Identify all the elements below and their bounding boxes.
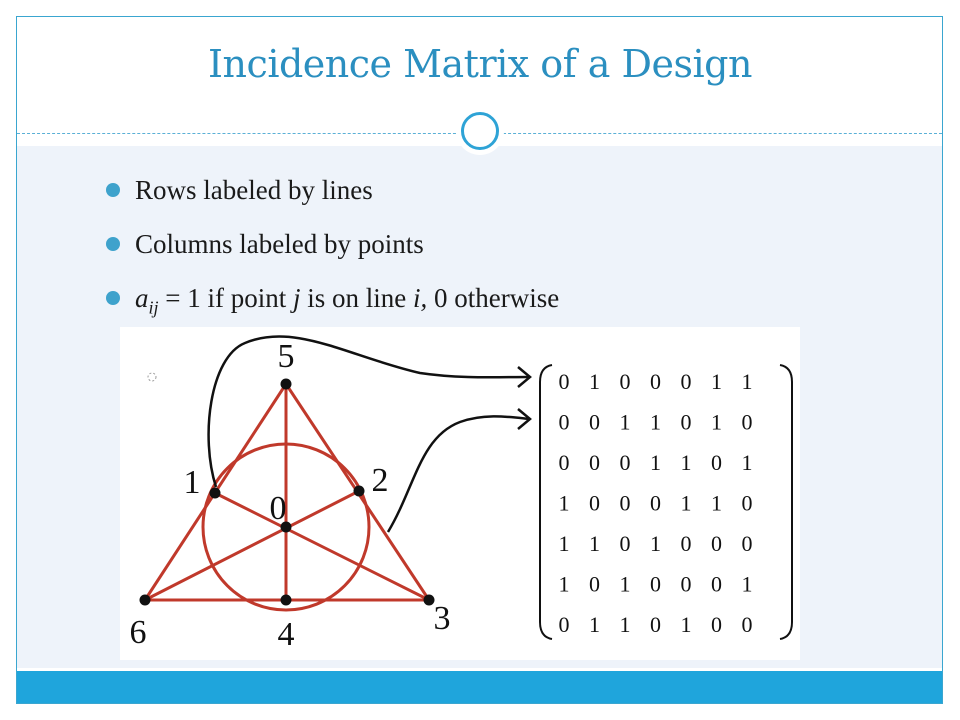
arrow-line-2	[386, 415, 531, 533]
matrix-cell: 1	[589, 369, 600, 394]
fano-point	[280, 378, 292, 390]
matrix-cell: 0	[742, 612, 753, 637]
matrix-cell: 0	[711, 450, 722, 475]
fano-point	[280, 594, 292, 606]
bullet-dot-icon	[106, 183, 120, 197]
matrix-cell: 0	[711, 572, 722, 597]
matrix-cell: 0	[681, 572, 692, 597]
matrix-cell: 0	[742, 410, 753, 435]
matrix-cell: 0	[681, 410, 692, 435]
point-label: 3	[434, 600, 451, 637]
matrix-cell: 0	[650, 491, 661, 516]
matrix-cell: 0	[742, 491, 753, 516]
fano-line	[144, 489, 360, 602]
matrix-cell: 0	[650, 572, 661, 597]
matrix-cell: 0	[620, 369, 631, 394]
matrix-cell: 0	[589, 450, 600, 475]
matrix-cell: 0	[650, 612, 661, 637]
matrix-cell: 0	[559, 369, 570, 394]
bullet-text: Rows labeled by lines	[135, 175, 373, 205]
matrix-cell: 1	[742, 450, 753, 475]
point-label: 5	[278, 338, 295, 375]
bullet-text: Columns labeled by points	[135, 229, 424, 259]
rule-part-3: 0 otherwise	[427, 283, 560, 313]
point-label: 0	[270, 490, 287, 527]
rule-part-1: = 1 if point	[158, 283, 293, 313]
var-sub: ij	[148, 297, 159, 318]
matrix-cell: 1	[620, 572, 631, 597]
matrix-cell: 0	[559, 450, 570, 475]
matrix-cell: 1	[711, 491, 722, 516]
bullet-item: aij = 1 if point j is on line i, 0 other…	[106, 278, 559, 332]
fano-circle-line	[201, 442, 371, 612]
point-label: 2	[372, 462, 389, 499]
matrix-cell: 1	[742, 369, 753, 394]
point-label: 1	[184, 464, 201, 501]
arrow-head-icon	[517, 366, 532, 388]
matrix-cell: 0	[589, 491, 600, 516]
matrix-cell: 0	[589, 410, 600, 435]
var-i: i,	[413, 283, 428, 313]
matrix-cell: 1	[650, 450, 661, 475]
matrix-cell: 1	[681, 450, 692, 475]
matrix-cell: 1	[559, 491, 570, 516]
ring-ornament-icon	[456, 107, 504, 155]
matrix-cell: 0	[559, 612, 570, 637]
matrix-cell: 1	[711, 410, 722, 435]
matrix-cell: 0	[711, 531, 722, 556]
matrix-cell: 1	[650, 531, 661, 556]
matrix-cell: 1	[620, 410, 631, 435]
footer-bar	[17, 671, 942, 703]
matrix-cell: 0	[681, 369, 692, 394]
matrix-cell: 1	[559, 531, 570, 556]
matrix-cell: 1	[681, 491, 692, 516]
point-label: 6	[130, 614, 147, 651]
fano-point	[209, 487, 221, 499]
rule-part-2: is on line	[300, 283, 414, 313]
matrix-cell: 1	[650, 410, 661, 435]
matrix-cell: 1	[742, 572, 753, 597]
fano-line	[214, 491, 430, 602]
matrix-cell: 0	[620, 491, 631, 516]
arrow-head-icon	[517, 408, 532, 430]
matrix-cell: 0	[559, 410, 570, 435]
matrix-cell: 1	[711, 369, 722, 394]
bullet-dot-icon	[106, 237, 120, 251]
fano-point	[353, 485, 365, 497]
matrix-cell: 1	[681, 612, 692, 637]
matrix-cell: 1	[620, 612, 631, 637]
matrix-left-bracket	[539, 364, 553, 640]
matrix-cell: 1	[589, 531, 600, 556]
fano-point	[280, 521, 292, 533]
bullet-list: Rows labeled by lines Columns labeled by…	[106, 170, 559, 332]
matrix-cell: 0	[742, 531, 753, 556]
point-label: 4	[278, 616, 295, 653]
var-j: j	[293, 283, 301, 313]
matrix-cell: 0	[650, 369, 661, 394]
fano-point	[423, 594, 435, 606]
matrix-right-bracket	[779, 364, 793, 640]
matrix-cell: 0	[620, 531, 631, 556]
bullet-item: Columns labeled by points	[106, 224, 559, 278]
bullet-item: Rows labeled by lines	[106, 170, 559, 224]
bullet-text-rule: aij = 1 if point j is on line i, 0 other…	[135, 283, 560, 317]
matrix-cell: 1	[559, 572, 570, 597]
bullet-dot-icon	[106, 291, 120, 305]
arrow-line-1	[207, 335, 529, 488]
fano-point	[139, 594, 151, 606]
matrix-cell: 0	[681, 531, 692, 556]
matrix-cell: 0	[620, 450, 631, 475]
matrix-cell: 0	[711, 612, 722, 637]
matrix-cell: 0	[589, 572, 600, 597]
matrix-cell: 1	[589, 612, 600, 637]
faint-marker-icon	[147, 372, 157, 382]
var-a: a	[135, 283, 149, 313]
slide-title: Incidence Matrix of a Design	[208, 42, 752, 86]
